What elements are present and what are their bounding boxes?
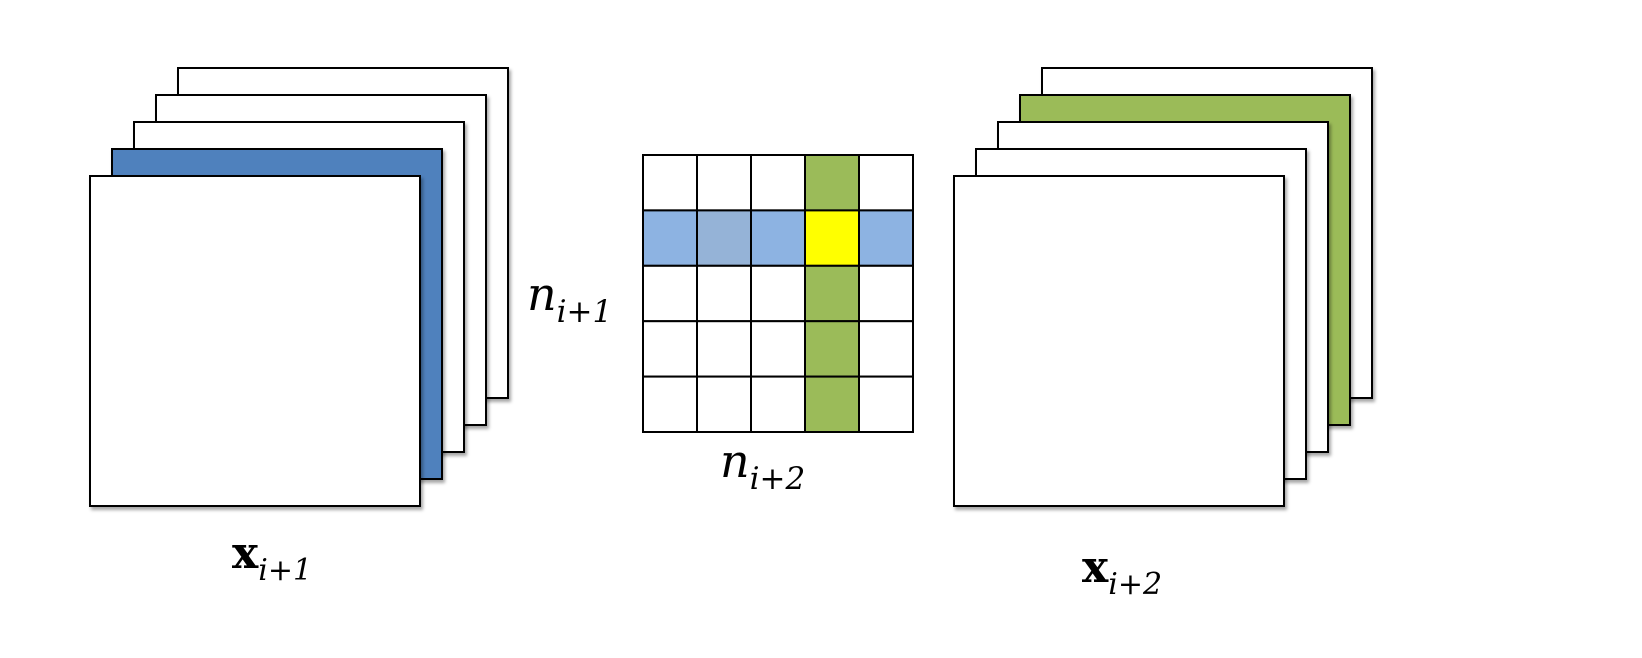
matrix-cell-r3-c4 — [804, 264, 860, 323]
matrix-cell-r5-c1 — [642, 375, 698, 434]
matrix-col-label-main: n — [720, 434, 750, 488]
right-feature-map-layer-5 — [953, 175, 1285, 507]
left-feature-map-stack — [89, 67, 509, 507]
matrix-cell-r4-c3 — [750, 320, 806, 378]
matrix-cell-r1-c4 — [804, 154, 860, 212]
matrix-cell-r3-c1 — [642, 264, 698, 323]
left-stack-label: xi+1 — [232, 528, 312, 588]
left-stack-label-main: x — [232, 528, 259, 579]
matrix-cell-r3-c2 — [696, 264, 752, 323]
matrix-cell-r2-c4 — [804, 209, 860, 267]
matrix-col-label-sub: i+2 — [750, 461, 806, 497]
matrix-cell-r1-c2 — [696, 154, 752, 212]
matrix-cell-r4-c4 — [804, 320, 860, 378]
matrix-cell-r2-c5 — [858, 209, 914, 267]
matrix-cell-r3-c5 — [858, 264, 914, 323]
matrix-cell-r4-c1 — [642, 320, 698, 378]
matrix-cell-r4-c2 — [696, 320, 752, 378]
matrix-cell-r1-c1 — [642, 154, 698, 212]
right-feature-map-stack — [953, 67, 1373, 507]
right-stack-label: xi+2 — [1082, 542, 1162, 602]
left-feature-map-layer-5 — [89, 175, 421, 507]
matrix-cell-r5-c4 — [804, 375, 860, 434]
matrix-col-label: ni+2 — [720, 434, 805, 497]
matrix-cell-r2-c1 — [642, 209, 698, 267]
matrix-row-label: ni+1 — [527, 267, 612, 330]
matrix-cell-r2-c3 — [750, 209, 806, 267]
matrix-cell-r5-c3 — [750, 375, 806, 434]
matrix-cell-r4-c5 — [858, 320, 914, 378]
matrix-row-label-sub: i+1 — [557, 294, 613, 330]
connection-matrix — [642, 154, 914, 434]
matrix-cell-r1-c3 — [750, 154, 806, 212]
matrix-cell-r5-c5 — [858, 375, 914, 434]
right-stack-label-main: x — [1082, 542, 1109, 593]
matrix-cell-r3-c3 — [750, 264, 806, 323]
matrix-cell-r1-c5 — [858, 154, 914, 212]
matrix-row-label-main: n — [527, 267, 557, 321]
left-stack-label-sub: i+1 — [258, 553, 312, 588]
matrix-cell-r2-c2 — [696, 209, 752, 267]
right-stack-label-sub: i+2 — [1108, 567, 1162, 602]
matrix-cell-r5-c2 — [696, 375, 752, 434]
